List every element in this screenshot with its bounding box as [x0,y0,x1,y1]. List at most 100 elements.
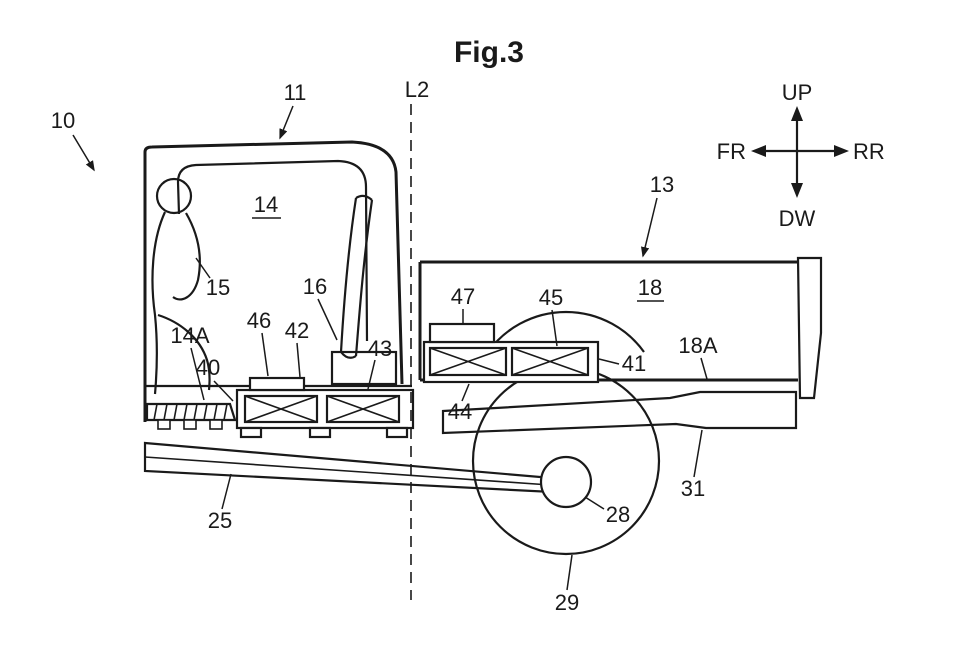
driver-back [151,211,166,395]
ref-label-11: 11 [284,80,307,105]
ref-label-29: 29 [555,590,579,615]
seat-back-top [355,194,373,201]
ref-label-31: 31 [681,476,705,501]
leader-25 [221,473,232,510]
leader-43 [367,359,376,390]
hatch-tick [183,403,188,421]
ref-label-47: 47 [451,284,475,309]
floor-step-strip [145,402,237,422]
driver-arm [172,212,201,301]
leader-46 [261,332,269,377]
leader-44 [461,383,470,402]
compass-rear-arrowhead [834,145,849,157]
hatch-tick [213,403,218,421]
leader-28 [584,496,605,510]
lower-link-bar-inner-line [144,456,551,486]
under-bed-battery-unit [422,322,600,384]
leader-41 [598,358,620,365]
seat-pedestal [330,350,398,386]
leader-31 [693,429,703,478]
ref-label-46: 46 [247,308,271,333]
floor-step-teeth [157,419,223,430]
leader-11 [279,105,294,140]
battery-cross-line [429,347,507,376]
compass-down-arrowhead [791,183,803,198]
battery-foot [385,426,409,439]
figure-title: Fig.3 [454,36,524,69]
leader-13 [641,197,658,258]
under-bed-battery-top-box [428,322,496,344]
lower-link-bar [143,441,554,494]
under-cab-battery-unit [235,376,415,439]
cab-group [143,140,415,439]
leader-29 [566,554,573,591]
battery-cross-line [511,347,589,376]
seat-back-rear-edge [354,199,374,357]
frame-rail [441,390,798,435]
hatch-tick [153,403,158,421]
driver-head [155,177,193,215]
leader-lines [72,105,708,591]
compass-rear-label: RR [853,139,885,164]
compass-front-arrowhead [751,145,766,157]
ref-label-10: 10 [51,108,75,133]
ref-label-18: 18 [638,275,662,300]
compass-down-label: DW [779,206,816,231]
ref-label-41: 41 [622,351,646,376]
ref-label-44: 44 [448,399,472,424]
ref-label-40: 40 [196,355,220,380]
hatch-tick [193,403,198,421]
compass-up-label: UP [782,80,813,105]
under-bed-battery-box-right [510,346,590,377]
leader-45 [551,309,558,347]
under-bed-battery-box-left [428,346,508,377]
cab-window-outline [176,159,369,342]
compass-front-label: FR [717,139,746,164]
bed-tail-panel [796,256,823,400]
leader-42 [296,342,301,378]
step-tooth [183,419,197,430]
hatch-tick [223,403,228,421]
leader-16 [317,298,338,341]
seat-back-bottom [340,351,357,359]
driver-leg [157,313,211,391]
ref-label-45: 45 [539,285,563,310]
compass-up-arrowhead [791,106,803,121]
hatch-tick [163,403,168,421]
battery-cross-line [326,395,400,423]
ref-label-28: 28 [606,502,630,527]
battery-foot [239,426,263,439]
hatch-tick [203,403,208,421]
section-line-label: L2 [405,77,429,102]
under-cab-battery-box-right [325,394,401,424]
ref-label-42: 42 [285,318,309,343]
reference-numerals: 10 11 L2 13 14 15 16 14A 40 46 42 43 47 … [51,77,718,615]
hatch-tick [173,403,178,421]
ref-label-18A: 18A [678,333,717,358]
wheel-housing-arc [487,310,645,353]
cab-outline [143,140,404,422]
seat-back-front-edge [339,197,358,353]
ref-label-25: 25 [208,508,232,533]
battery-foot [308,426,332,439]
wheel-hub [539,455,593,509]
under-cab-battery-box-left [243,394,319,424]
leader-40 [213,380,234,402]
step-tooth [157,419,171,430]
leader-18A [700,357,708,380]
leader-15 [195,257,211,279]
under-cab-battery-bracket [248,376,306,392]
battery-cross-line [244,395,318,423]
leader-14A [190,347,205,401]
ref-label-14: 14 [254,192,278,217]
ref-label-13: 13 [650,172,674,197]
direction-compass: UP DW FR RR [717,80,885,231]
ref-label-14A: 14A [170,323,209,348]
leader-10 [72,134,95,172]
step-tooth [209,419,223,430]
ref-label-43: 43 [368,336,392,361]
ref-label-15: 15 [206,275,230,300]
chassis-group [143,390,798,509]
